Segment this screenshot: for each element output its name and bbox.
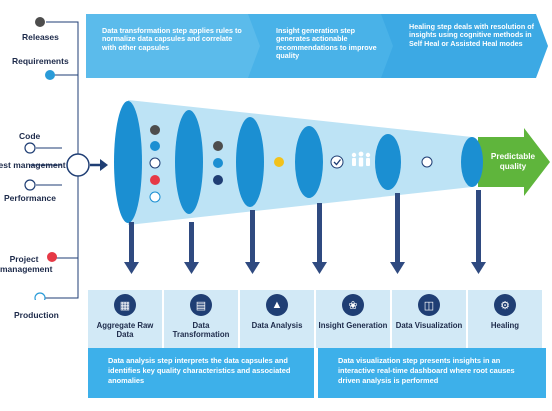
project-management-node bbox=[47, 252, 57, 262]
transformed-capsules bbox=[213, 141, 223, 185]
source-label-requirements: Requirements bbox=[12, 56, 69, 66]
production-node bbox=[34, 292, 46, 300]
stage-box-insight: ❀ Insight Generation bbox=[316, 290, 390, 348]
chevron-text-3: Healing step deals with resolution of in… bbox=[409, 22, 534, 48]
performance-node bbox=[24, 179, 36, 191]
brain-icon: ❀ bbox=[342, 294, 364, 316]
source-label-production: Production bbox=[14, 310, 59, 320]
stage-box-aggregate: ▦ Aggregate Raw Data bbox=[88, 290, 162, 348]
funnel-stage-6 bbox=[461, 137, 483, 187]
source-label-performance: Performance bbox=[4, 193, 56, 203]
monitor-icon: ◫ bbox=[418, 294, 440, 316]
output-label: Predictable quality bbox=[490, 152, 536, 171]
requirements-node bbox=[45, 70, 55, 80]
stage-box-visualization: ◫ Data Visualization bbox=[392, 290, 466, 348]
chevron-step-1 bbox=[86, 14, 268, 78]
funnel-stage-1 bbox=[114, 101, 142, 223]
people-chart-icon: ▲ bbox=[266, 294, 288, 316]
funnel-stage-5 bbox=[375, 134, 401, 190]
code-node bbox=[24, 142, 36, 154]
stage-arrows bbox=[124, 190, 486, 274]
check-mark bbox=[333, 159, 342, 166]
raw-capsules bbox=[149, 125, 161, 203]
hub-arrow-head bbox=[100, 159, 108, 171]
bottom-note-visualization: Data visualization step presents insight… bbox=[318, 348, 546, 398]
gears-icon: ⚙ bbox=[494, 294, 516, 316]
chevron-step-3 bbox=[381, 14, 548, 78]
check-badge-icon bbox=[330, 155, 344, 169]
source-label-project-management: Project management bbox=[0, 254, 53, 274]
output-arrow bbox=[478, 128, 550, 196]
chevron-step-2 bbox=[248, 14, 401, 78]
stage-label-visualization: Data Visualization bbox=[395, 321, 463, 330]
funnel-stage-4 bbox=[295, 126, 323, 198]
source-label-releases: Releases bbox=[22, 32, 59, 42]
documents-icon: ▤ bbox=[190, 294, 212, 316]
bottom-note-analysis-text: Data analysis step interprets the data c… bbox=[108, 356, 291, 385]
chevron-text-2: Insight generation step generates action… bbox=[276, 26, 377, 61]
stage-label-insight: Insight Generation bbox=[318, 321, 388, 330]
bottom-note-analysis: Data analysis step interprets the data c… bbox=[88, 348, 314, 398]
source-label-code: Code bbox=[19, 131, 41, 141]
visualization-capsule bbox=[421, 156, 433, 168]
releases-node bbox=[35, 17, 45, 27]
bottom-note-visualization-text: Data visualization step presents insight… bbox=[338, 356, 515, 385]
chevron-banner bbox=[86, 14, 548, 78]
funnel-stage-2 bbox=[175, 110, 203, 214]
chevron-text-1: Data transformation step applies rules t… bbox=[102, 26, 242, 52]
stage-label-aggregate: Aggregate Raw Data bbox=[96, 321, 154, 340]
stage-label-healing: Healing bbox=[490, 321, 520, 330]
funnel-stage-3 bbox=[236, 117, 264, 207]
stage-label-analysis: Data Analysis bbox=[251, 321, 303, 330]
stage-box-analysis: ▲ Data Analysis bbox=[240, 290, 314, 348]
dashboard-icon: ▦ bbox=[114, 294, 136, 316]
pipeline-diagram bbox=[24, 17, 550, 300]
source-label-test-management: Test management bbox=[0, 160, 66, 170]
hub-circle bbox=[66, 153, 90, 177]
analysis-capsule bbox=[274, 157, 284, 167]
stage-box-healing: ⚙ Healing bbox=[468, 290, 542, 348]
stage-box-transformation: ▤ Data Transformation bbox=[164, 290, 238, 348]
stage-label-transformation: Data Transformation bbox=[172, 321, 230, 340]
people-icon bbox=[351, 151, 371, 167]
